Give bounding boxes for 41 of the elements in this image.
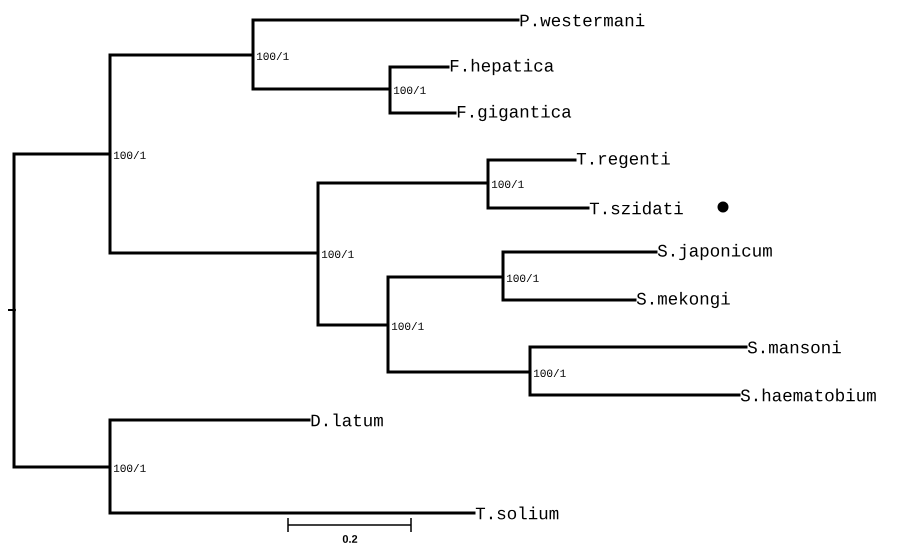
tree-branch	[108, 418, 310, 468]
tree-branch	[252, 54, 392, 90]
taxon-label: T.solium	[476, 506, 558, 520]
tree-branch	[388, 88, 456, 114]
support-value: 100/1	[492, 180, 524, 188]
tree-branch	[388, 66, 450, 90]
scale-label: 0.2	[342, 535, 358, 543]
tree-branch	[386, 276, 504, 326]
taxon-label: P.westermani	[520, 14, 644, 26]
support-value: 100/1	[392, 322, 424, 330]
taxon-label: T.regenti	[576, 152, 670, 168]
tree-branch	[486, 158, 576, 184]
support-value: 100/1	[507, 274, 539, 282]
taxon-label: F.gigantica	[458, 104, 572, 122]
taxon-label: S.mansoni	[748, 340, 841, 354]
support-value: 100/1	[534, 368, 566, 378]
tree-branch	[502, 250, 658, 278]
tree-branch	[252, 18, 520, 56]
tree-branch	[316, 182, 490, 254]
tree-branch	[386, 324, 532, 374]
support-value: 100/1	[114, 150, 146, 160]
tree-branch	[528, 346, 748, 374]
tree-branch	[528, 370, 740, 396]
taxon-label: T.szidati	[590, 202, 683, 214]
support-value: 100/1	[257, 52, 289, 60]
tree-branch	[486, 182, 590, 210]
tree-branch	[316, 252, 390, 326]
tree-branch	[108, 54, 254, 156]
tree-branch	[12, 308, 112, 468]
taxon-label: S.japonicum	[658, 244, 772, 260]
support-value: 100/1	[322, 250, 354, 258]
support-value: 100/1	[394, 86, 426, 94]
support-value: 100/1	[114, 464, 146, 472]
taxon-label: F.hepatica	[450, 58, 554, 76]
taxon-label: S.haematobium	[740, 388, 876, 402]
taxon-label: D.latum	[312, 414, 383, 426]
taxon-label: S.mekongi	[636, 292, 730, 308]
tree-branch	[502, 276, 636, 302]
tree-branch	[108, 466, 476, 514]
tree-branch	[12, 152, 112, 312]
tree-branch	[108, 152, 320, 254]
